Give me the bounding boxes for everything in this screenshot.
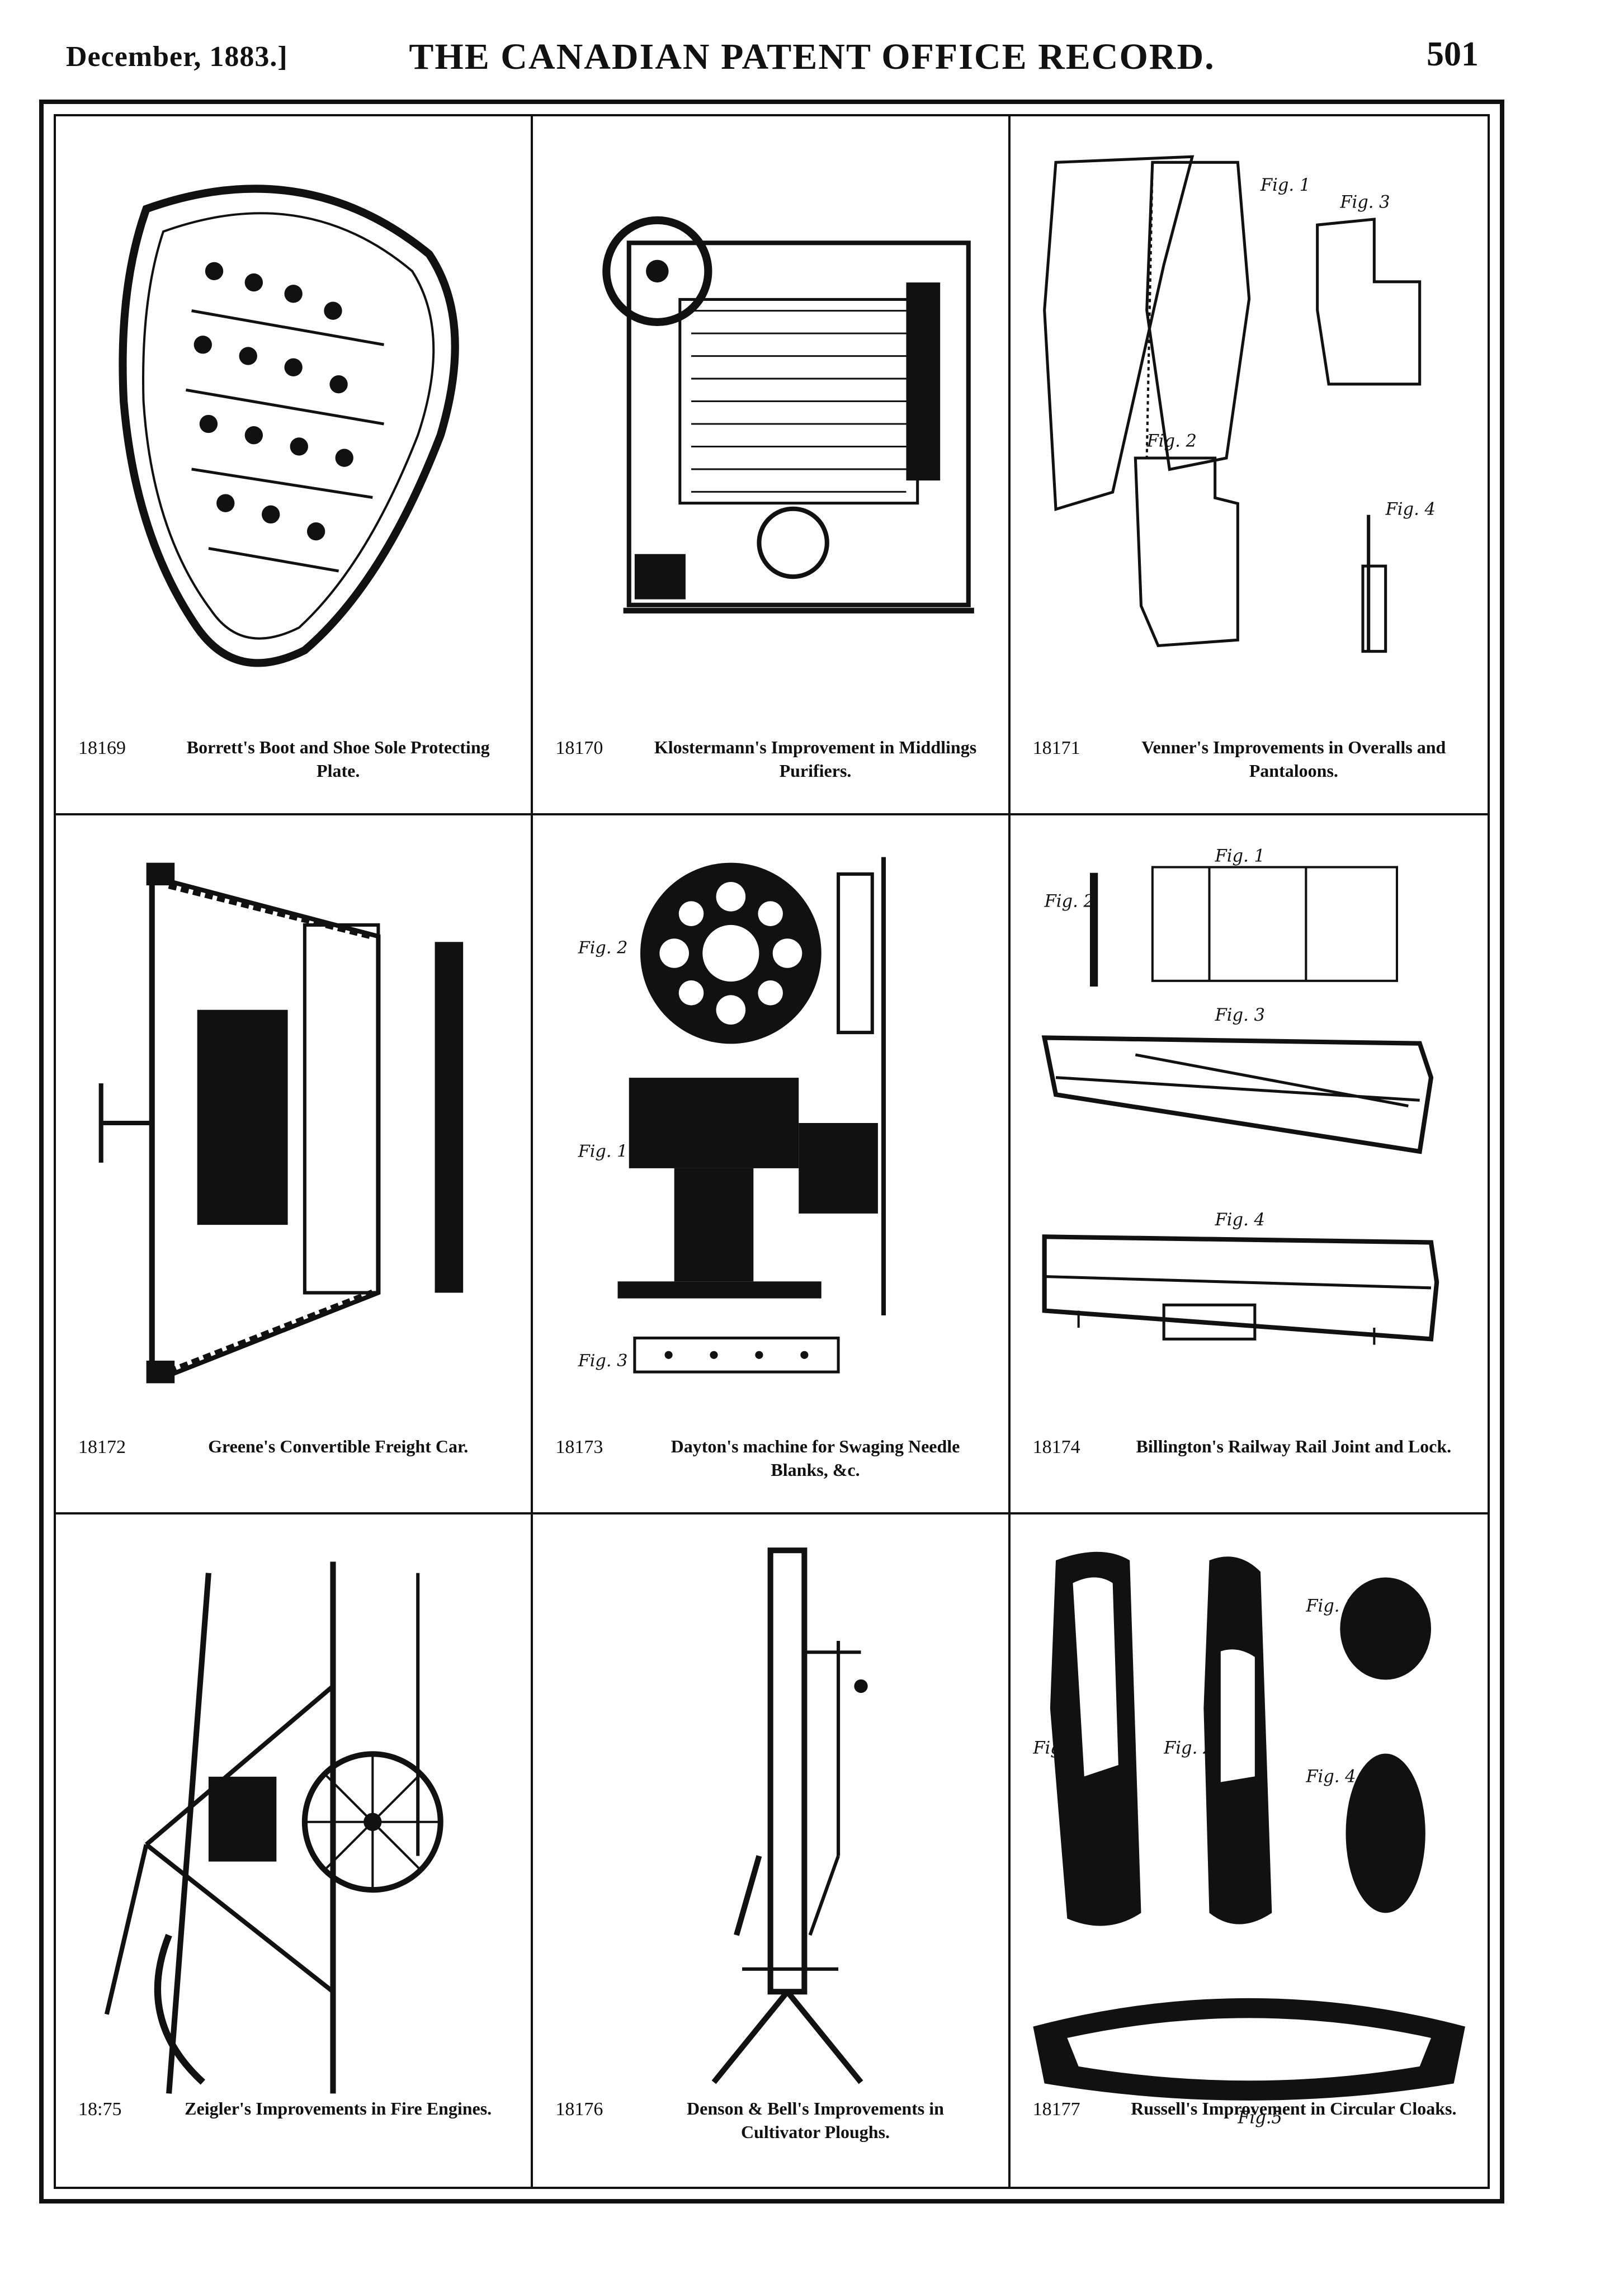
figure-label: Fig. 4 (1385, 500, 1435, 520)
cultivator-plough-drawing (544, 1526, 997, 2141)
patent-title: Venner's Improvements in Overalls and Pa… (1141, 737, 1446, 781)
patent-cell-18169: 18169 Borrett's Boot and Shoe Sole Prote… (56, 116, 534, 815)
patent-number: 18174 (1032, 1437, 1080, 1457)
figure-label: Fig. 2 (1146, 432, 1196, 451)
patent-title: Denson & Bell's Improvements in Cultivat… (687, 2098, 944, 2142)
header-date: December, 1883.] (66, 41, 288, 73)
patent-cell-18170: 18170 Klostermann's Improvement in Middl… (533, 116, 1011, 815)
page-number: 501 (1427, 35, 1479, 73)
patent-caption: 18169 Borrett's Boot and Shoe Sole Prote… (78, 736, 514, 803)
patent-cell-18175: 18:75 Zeigler's Improvements in Fire Eng… (56, 1514, 534, 2187)
figure-label: Fig. 1 (578, 1142, 628, 1162)
patent-grid: 18169 Borrett's Boot and Shoe Sole Prote… (54, 114, 1490, 2189)
needle-swaging-machine-drawing: Fig. 1 Fig. 2 Fig. 3 (544, 827, 997, 1419)
overalls-pattern-drawing: Fig. 1 Fig. 3 Fig. 2 Fig. 4 (1022, 128, 1476, 720)
patent-cell-18176: 18176 Denson & Bell's Improvements in Cu… (533, 1514, 1011, 2187)
freight-car-drawing (67, 827, 520, 1419)
figure-label: Fig. 4 (1214, 1210, 1264, 1230)
patent-title: Klostermann's Improvement in Middlings P… (654, 737, 977, 781)
figure-label: Fig. 3 (1214, 1006, 1264, 1025)
patent-cell-18171: Fig. 1 Fig. 3 Fig. 2 Fig. 4 18171 Venner's … (1010, 116, 1488, 815)
patent-title: Billington's Railway Rail Joint and Lock… (1136, 1436, 1452, 1456)
patent-caption: 18:75 Zeigler's Improvements in Fire Eng… (78, 2097, 514, 2164)
header-title: THE CANADIAN PATENT OFFICE RECORD. (409, 36, 1215, 77)
patent-number: 18171 (1032, 738, 1080, 758)
patent-title: Greene's Convertible Freight Car. (208, 1436, 469, 1456)
patent-number: 18:75 (78, 2099, 122, 2120)
figure-label: Fig. 3 (578, 1351, 628, 1371)
patent-caption: 18172 Greene's Convertible Freight Car. (78, 1435, 514, 1502)
patent-title: Zeigler's Improvements in Fire Engines. (185, 2098, 492, 2118)
patent-cell-18173: Fig. 1 Fig. 2 Fig. 3 18173 Dayton's machin… (533, 815, 1011, 1514)
middlings-purifier-drawing (544, 128, 997, 720)
patent-caption: 18170 Klostermann's Improvement in Middl… (555, 736, 991, 803)
patent-number: 18173 (555, 1437, 603, 1457)
circular-cloak-drawing: Fig. 1 Fig. 2 Fig. 3 Fig. 4 Fig.5 (1022, 1526, 1476, 2141)
fire-engine-drawing (67, 1526, 520, 2141)
patent-number: 18170 (555, 738, 603, 758)
patent-title: Borrett's Boot and Shoe Sole Protecting … (186, 737, 490, 781)
patent-number: 18172 (78, 1437, 126, 1457)
page-header: December, 1883.] THE CANADIAN PATENT OFF… (0, 0, 1624, 98)
figure-label: Fig. 4 (1305, 1767, 1356, 1787)
patent-cell-18177: Fig. 1 Fig. 2 Fig. 3 Fig. 4 Fig.5 18177 Russ… (1011, 1514, 1488, 2187)
patent-caption: 18171 Venner's Improvements in Overalls … (1033, 736, 1471, 803)
patent-caption: 18176 Denson & Bell's Improvements in Cu… (555, 2097, 991, 2164)
patent-caption: 18173 Dayton's machine for Swaging Needl… (555, 1435, 991, 1502)
patent-plate: 18169 Borrett's Boot and Shoe Sole Prote… (39, 100, 1504, 2203)
figure-label: Fig. 2 (578, 938, 628, 958)
rail-joint-drawing: Fig. 1 Fig. 2 Fig. 3 Fig. 4 (1022, 827, 1476, 1419)
figure-label: Fig. 3 (1305, 1597, 1356, 1616)
figure-label: Fig. 2 (1044, 892, 1094, 912)
sole-plate-drawing (67, 128, 520, 720)
patent-caption: 18177 Russell's Improvement in Circular … (1033, 2097, 1471, 2164)
patent-cell-18172: 18172 Greene's Convertible Freight Car. (56, 815, 534, 1514)
patent-caption: 18174 Billington's Railway Rail Joint an… (1033, 1435, 1471, 1502)
figure-label: Fig.5 (1237, 2108, 1282, 2127)
figure-label: Fig. 1 (1032, 1739, 1083, 1758)
patent-cell-18174: Fig. 1 Fig. 2 Fig. 3 Fig. 4 18174 Billingto… (1010, 815, 1488, 1514)
patent-number: 18176 (555, 2099, 603, 2120)
patent-number: 18177 (1032, 2099, 1080, 2120)
patent-title: Dayton's machine for Swaging Needle Blan… (671, 1436, 960, 1480)
patent-number: 18169 (78, 738, 126, 758)
figure-label: Fig. 3 (1339, 193, 1390, 213)
figure-label: Fig. 2 (1163, 1739, 1214, 1758)
patent-title: Russell's Improvement in Circular Cloaks… (1131, 2098, 1457, 2118)
figure-label: Fig. 1 (1214, 846, 1264, 866)
figure-label: Fig. 1 (1260, 176, 1310, 195)
